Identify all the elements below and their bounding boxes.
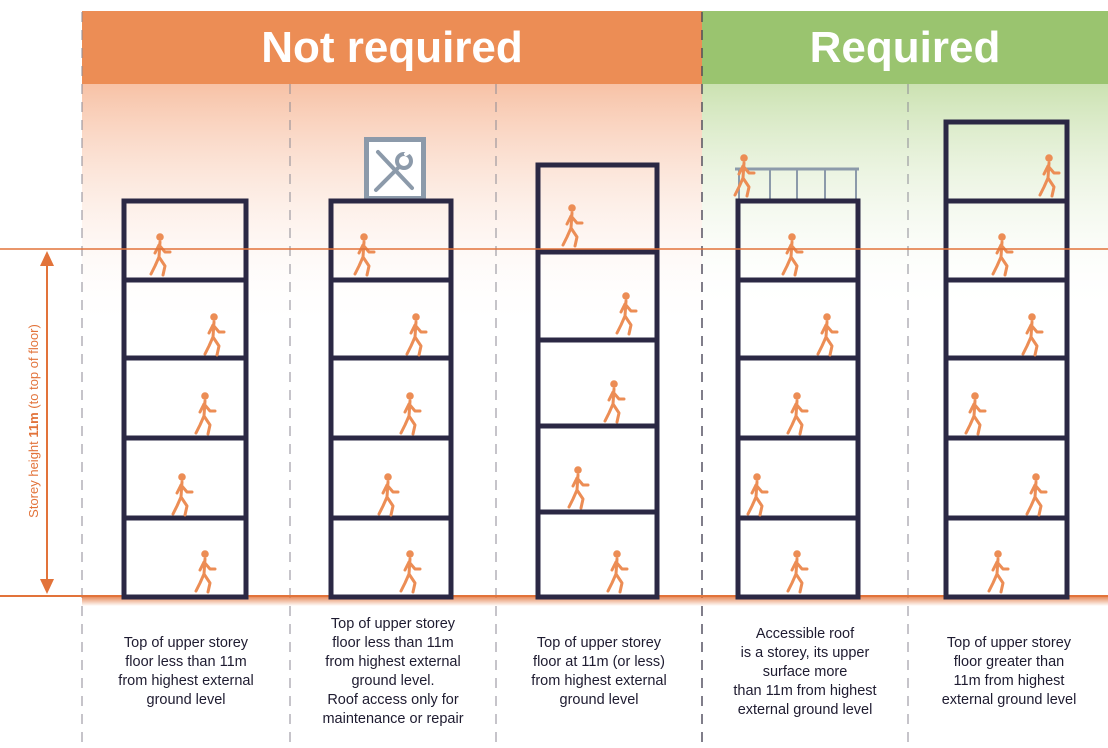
building-1-no-roof-access (121, 198, 249, 600)
caption-building-1: Top of upper storey floor less than 11m fr… (90, 634, 282, 710)
caption-line: from highest external (325, 654, 461, 670)
caption-line: Roof access only for (327, 692, 459, 708)
caption-line: ground level. (351, 673, 435, 689)
caption-line: ground level (559, 692, 639, 708)
caption-line: from highest external (531, 673, 667, 689)
person-walking-icon (603, 378, 626, 424)
column-dividers (81, 12, 909, 748)
person-walking-icon (816, 311, 839, 357)
person-walking-icon (377, 471, 400, 517)
not-required-banner (82, 11, 702, 84)
building-5-above-11m (943, 119, 1070, 600)
ground-shadow (82, 596, 1108, 606)
maintenance-tools-icon (374, 148, 414, 192)
caption-line: maintenance or repair (322, 711, 464, 727)
person-walking-icon (567, 464, 590, 510)
building-4-accessible-roof (735, 198, 861, 600)
caption-line: external ground level (737, 702, 873, 718)
caption-line: floor greater than (953, 654, 1065, 670)
building-outline (535, 162, 660, 600)
caption-line: 11m from highest (953, 673, 1065, 689)
storey-height-arrow (40, 251, 54, 594)
maintenance-access-box (364, 137, 426, 201)
building-outline (735, 198, 861, 600)
person-walking-icon (987, 548, 1010, 594)
caption-building-4: Accessible roof is a storey, its upper sur… (708, 625, 902, 720)
caption-line: Top of upper storey (330, 616, 456, 632)
caption-line: floor less than 11m (125, 654, 247, 670)
caption-line: ground level (146, 692, 226, 708)
required-title: Required (810, 23, 1001, 72)
person-walking-icon (194, 390, 217, 436)
caption-line: Top of upper storey (536, 635, 662, 651)
building-outline (121, 198, 249, 600)
building-2-maintenance-roof (328, 198, 454, 600)
not-required-title: Not required (261, 23, 523, 72)
person-walking-icon (399, 390, 422, 436)
caption-line: from highest external (118, 673, 254, 689)
building-3-at-11m (535, 162, 660, 600)
person-walking-icon (786, 548, 809, 594)
caption-line: Top of upper storey (123, 635, 249, 651)
person-walking-icon (786, 390, 809, 436)
caption-line: floor less than 11m (332, 635, 454, 651)
caption-building-5: Top of upper storey floor greater than 11m… (912, 634, 1106, 710)
person-walking-icon (606, 548, 629, 594)
caption-building-3: Top of upper storey floor at 11m (or less… (502, 634, 696, 710)
caption-line: is a storey, its upper (740, 645, 870, 661)
caption-line: than 11m from highest (733, 683, 877, 699)
buildings (121, 119, 1070, 600)
caption-line: Accessible roof (755, 626, 855, 642)
person-walking-icon (1025, 471, 1048, 517)
person-walking-icon (171, 471, 194, 517)
caption-line: Top of upper storey (946, 635, 1072, 651)
building-outline (328, 198, 454, 600)
person-walking-icon (746, 471, 769, 517)
person-walking-icon (964, 390, 987, 436)
person-walking-icon (399, 548, 422, 594)
caption-line: floor at 11m (or less) (533, 654, 665, 670)
caption-building-2: Top of upper storey floor less than 11m fr… (296, 615, 490, 729)
required-banner (702, 11, 1108, 84)
caption-line: external ground level (941, 692, 1077, 708)
person-walking-icon (1021, 311, 1044, 357)
caption-line: surface more (762, 664, 848, 680)
storey-height-label: Storey height 11m (to top of floor) (26, 324, 41, 518)
not-required-zone (82, 84, 702, 330)
person-walking-icon (194, 548, 217, 594)
